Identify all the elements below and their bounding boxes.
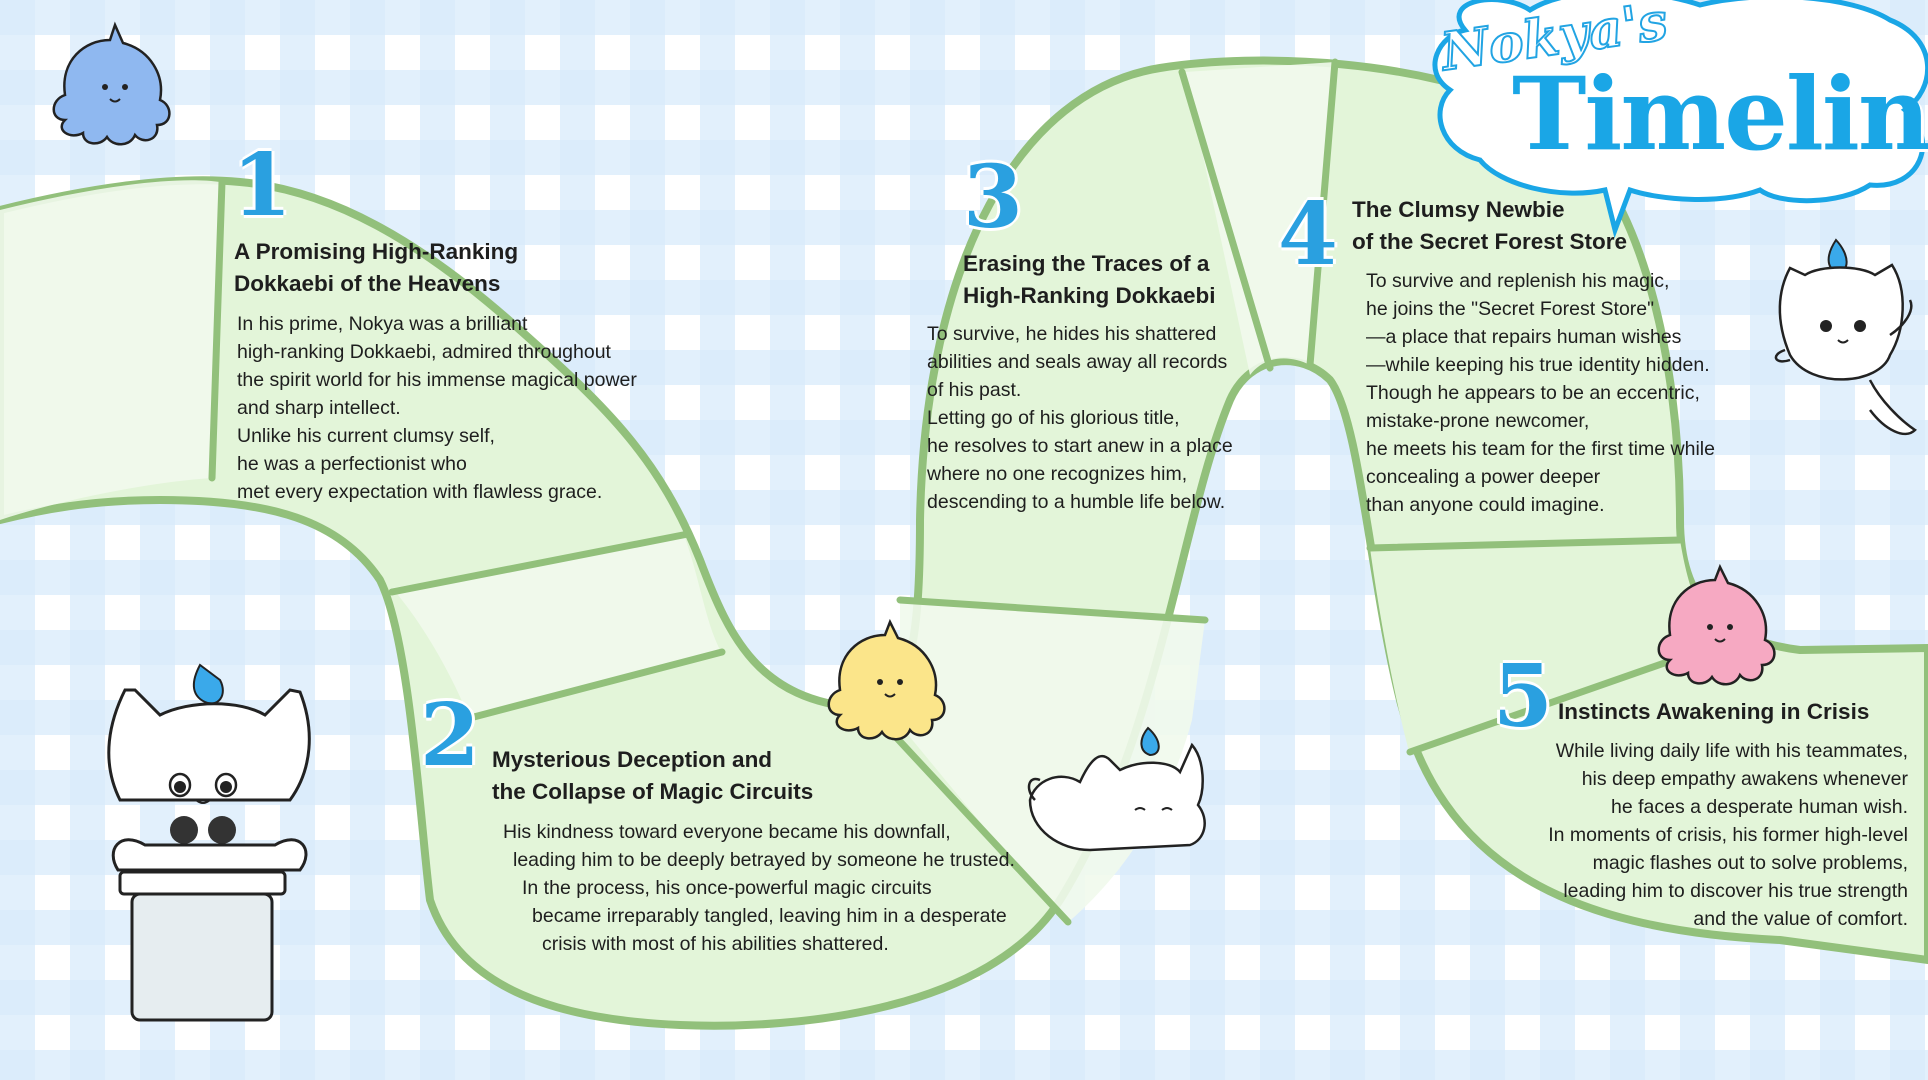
lying-cat-icon [1027,726,1206,852]
header-title: Timeline [1512,55,1928,173]
chapter-5-title: Instincts Awakening in Crisis [1558,699,1870,724]
yellow-octopus-icon [827,618,946,741]
chapter-1-body: In his prime, Nokya was a brilliant high… [237,313,637,503]
cat-at-podium-icon [107,663,311,1022]
chapter-1-number: 1 [232,135,292,236]
chapter-4-body: To survive and replenish his magic, he j… [1366,270,1715,516]
chapter-5-body: While living daily life with his teammat… [1548,740,1908,930]
chapter-2-number: 2 [420,685,480,786]
chapter-5-number: 5 [1493,646,1553,747]
title-cloud [1432,0,1928,239]
blue-octopus-icon [52,21,171,146]
timeline-path [0,56,1928,1030]
chapter-2-body: His kindness toward everyone became his … [503,821,1015,955]
waving-cat-icon [1774,238,1917,436]
chapter-4-number: 4 [1278,184,1338,285]
chapter-3-number: 3 [963,147,1023,248]
pink-octopus-icon [1657,563,1776,686]
chapter-3-body: To survive, he hides his shattered abili… [927,323,1233,513]
